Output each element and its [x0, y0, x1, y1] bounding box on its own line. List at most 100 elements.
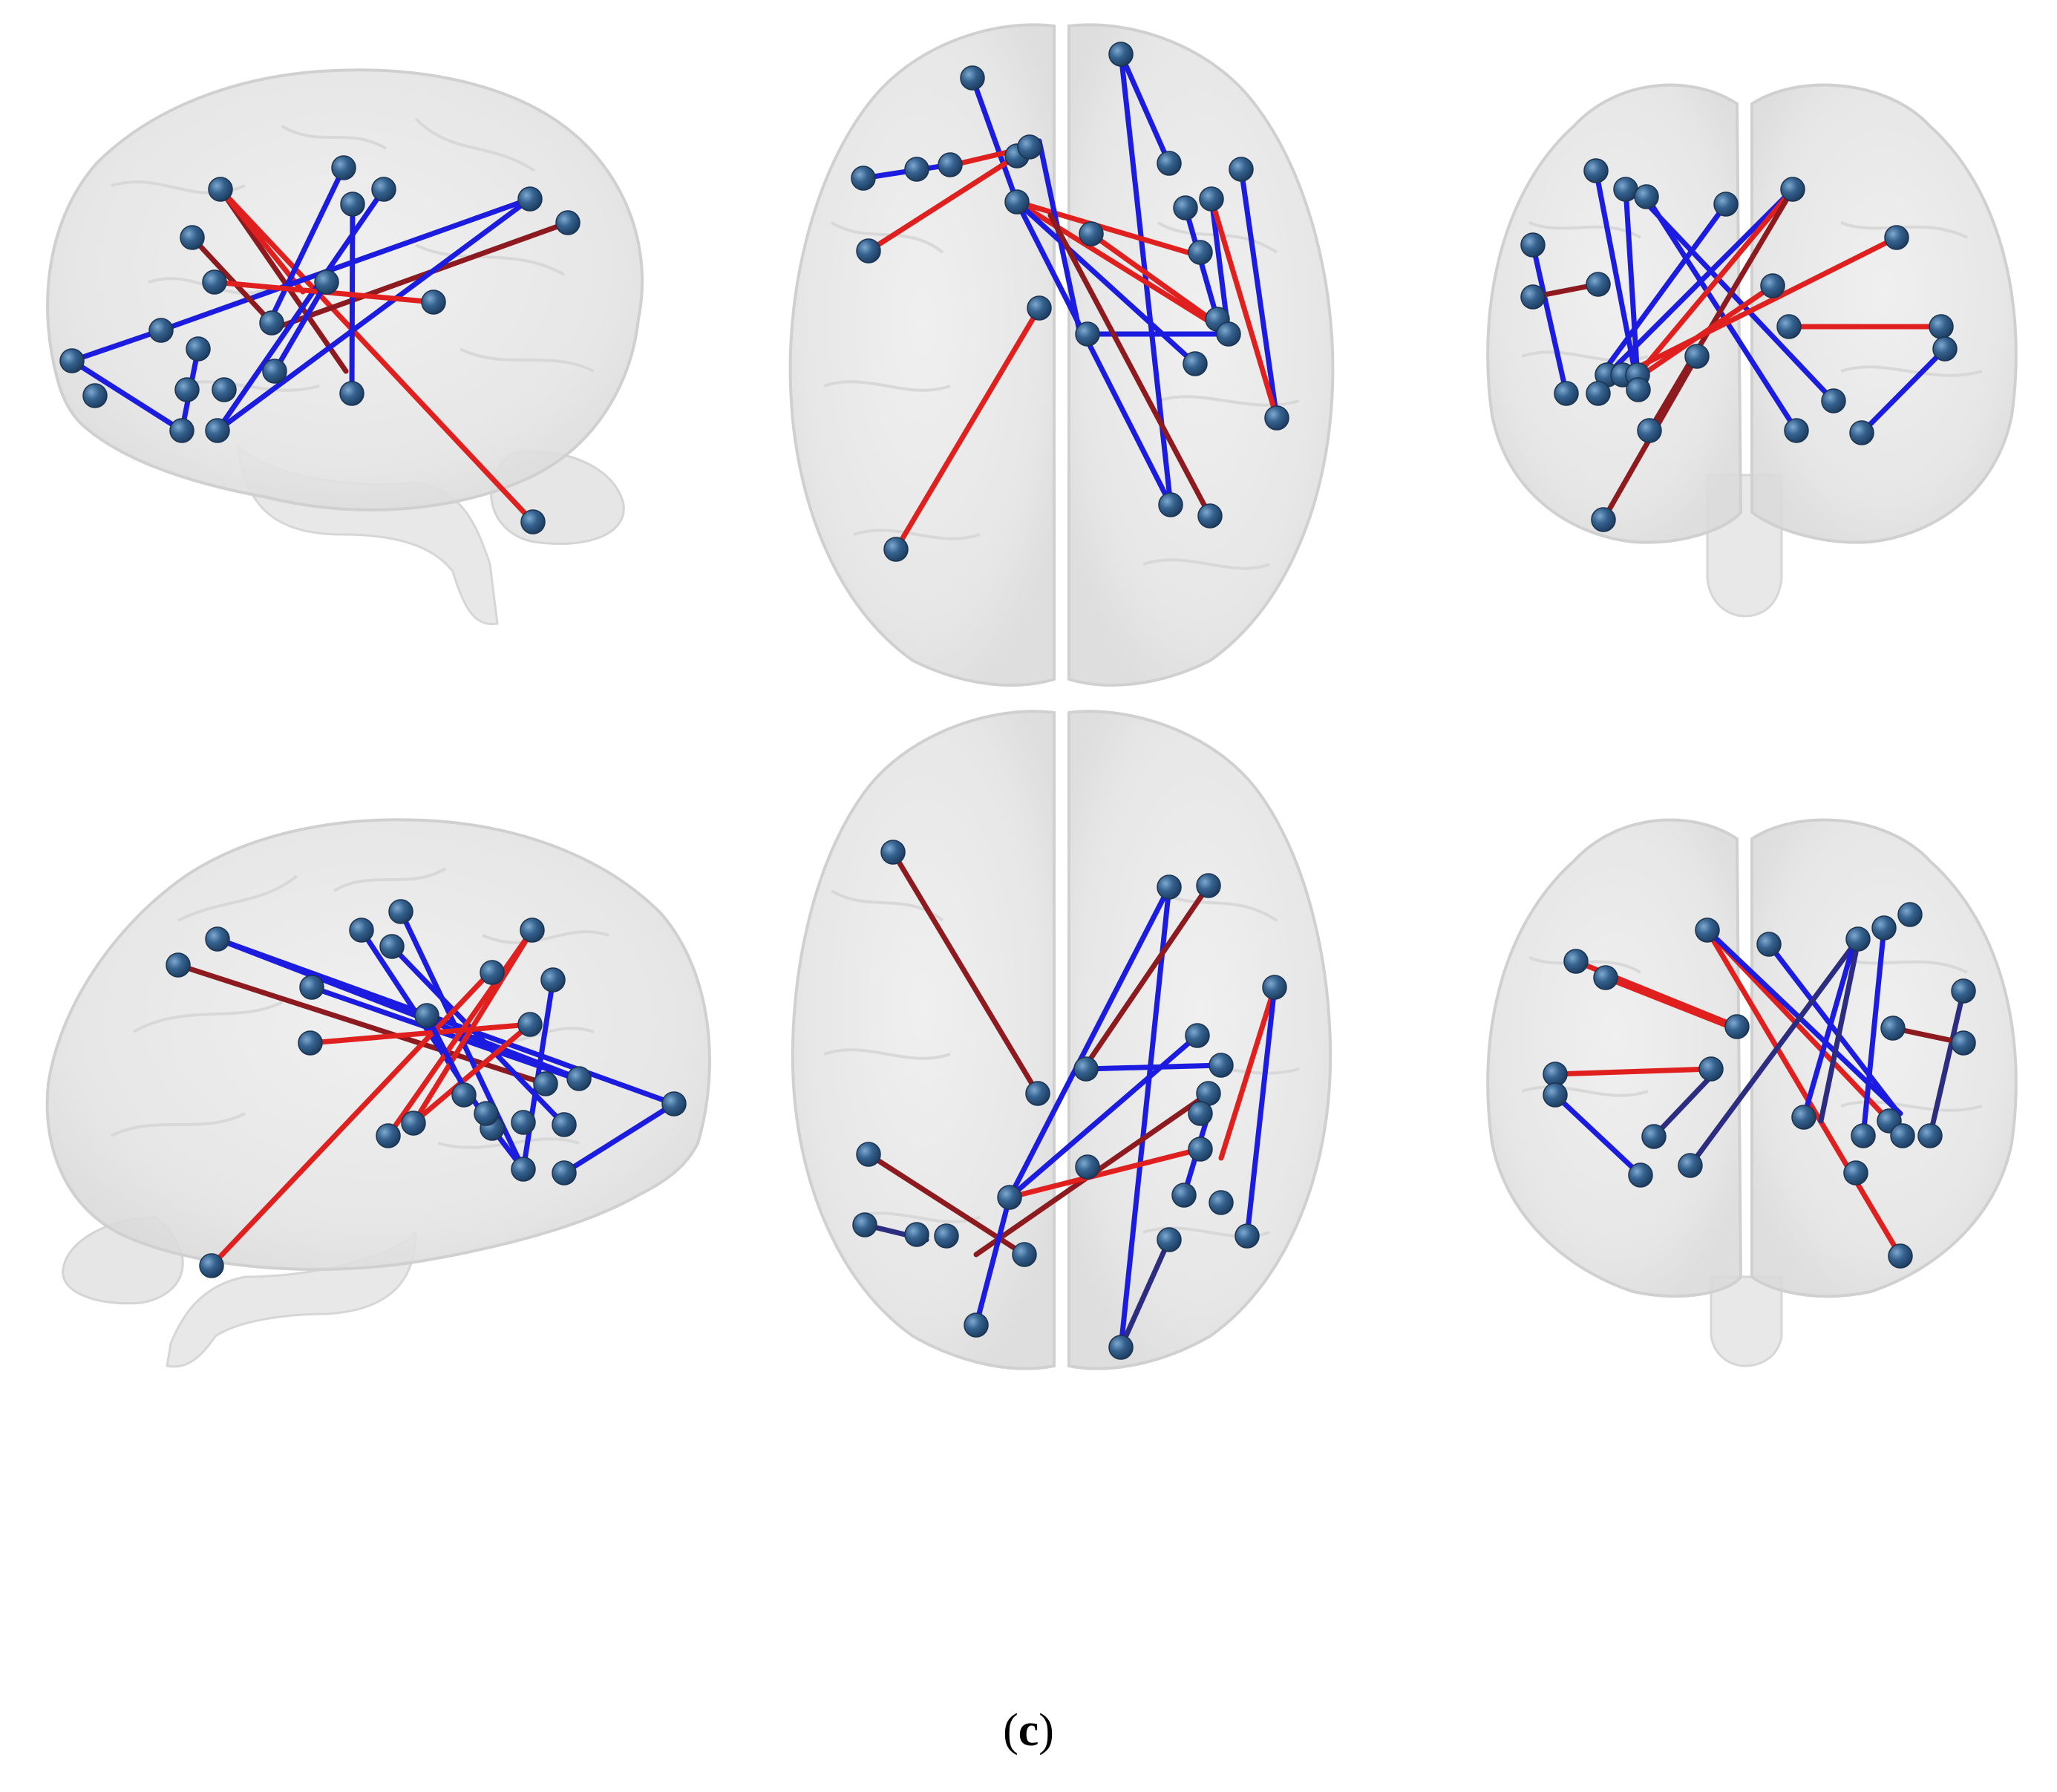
brain-region-node	[540, 967, 566, 993]
connection-edge	[1083, 883, 1211, 1068]
brain-region-node	[517, 1012, 543, 1037]
brain-region-node	[1157, 1227, 1182, 1252]
connection-edge	[215, 936, 582, 1082]
brain-region-node	[517, 186, 543, 212]
brain-region-node	[934, 1223, 959, 1249]
brain-region-node	[371, 177, 396, 202]
connection-edge	[413, 1021, 533, 1124]
connection-edge	[1047, 212, 1213, 519]
connection-edge	[272, 279, 330, 374]
brain-region-node	[1929, 314, 1954, 339]
brain-region-node	[1209, 1190, 1234, 1215]
connection-edge	[893, 305, 1042, 552]
brain-region-node	[1209, 1053, 1234, 1078]
connection-edge	[561, 1101, 677, 1176]
connection-edge	[1651, 1072, 1716, 1139]
cortex	[46, 68, 644, 511]
brain-region-node	[339, 381, 364, 406]
brain-region-node	[1760, 273, 1785, 298]
panel-label-open: (	[1003, 1705, 1018, 1756]
brain-region-node	[1027, 295, 1052, 321]
connection-edge	[218, 186, 349, 374]
brain-region-node	[1698, 1056, 1724, 1082]
connection-edge	[1007, 1033, 1200, 1200]
brain-region-node	[1188, 1101, 1213, 1126]
brain-region-node	[904, 1222, 929, 1247]
brain-region-node	[299, 975, 324, 1000]
brain-region-node	[1108, 1335, 1134, 1360]
brain-region-node	[1229, 157, 1254, 182]
brain-region-node	[566, 1066, 592, 1091]
brain-region-node	[1917, 1123, 1943, 1148]
brain-region-node	[331, 155, 356, 180]
brain-region-node	[1554, 381, 1579, 406]
brain-region-node	[1678, 1153, 1703, 1178]
network-coronal-top	[1520, 158, 1958, 532]
connection-edge	[1604, 186, 1796, 378]
brain-region-node	[880, 840, 906, 865]
brain-region-node	[1108, 42, 1134, 67]
connection-edge	[1118, 51, 1172, 166]
brain-region-node	[1888, 1243, 1913, 1269]
brain-region-node	[1951, 978, 1976, 1004]
brain-region-node	[511, 1110, 536, 1135]
connection-edge	[969, 75, 1020, 205]
connection-edge	[266, 220, 571, 333]
brain-region-node	[379, 934, 405, 959]
brain-region-node	[856, 1142, 881, 1167]
connection-edge	[385, 927, 535, 1139]
brain-coronal-bottom	[1486, 818, 2018, 1367]
brain-region-node	[1173, 195, 1198, 220]
brain-region-node	[474, 1101, 499, 1126]
connection-edge	[215, 196, 533, 434]
coronal-right	[1750, 818, 2018, 1298]
connection-edge	[1552, 1066, 1714, 1077]
brain-region-node	[1890, 1123, 1915, 1148]
brain-region-node	[520, 509, 546, 534]
connection-edge	[866, 153, 1020, 254]
brain-region-node	[997, 1185, 1022, 1210]
connection-edge	[218, 186, 536, 525]
brain-region-node	[552, 1112, 577, 1137]
connection-edge	[209, 969, 493, 1269]
brain-region-node	[1183, 351, 1208, 376]
brain-region-node	[1583, 158, 1609, 183]
brain-region-node	[480, 960, 505, 985]
brain-region-node	[1196, 873, 1221, 898]
brain-region-node	[1776, 314, 1802, 339]
connection-edge	[1218, 984, 1278, 1161]
brain-region-node	[1197, 503, 1223, 529]
connection-edge	[1118, 884, 1172, 1350]
brain-region-node	[533, 1071, 558, 1096]
brain-region-node	[349, 918, 374, 943]
brain-region-node	[205, 418, 230, 443]
connection-edge	[1623, 186, 1641, 393]
brain-region-node	[205, 926, 230, 952]
brain-region-node	[1586, 381, 1611, 406]
brain-region-node	[1637, 418, 1662, 443]
brain-region-node	[1158, 492, 1183, 517]
brain-region-node	[1871, 915, 1897, 941]
brain-region-node	[166, 952, 191, 978]
brain-region-node	[1784, 418, 1809, 443]
brain-region-node	[202, 269, 227, 295]
connection-edge	[1801, 941, 1857, 1120]
brain-region-node	[552, 1160, 577, 1186]
connection-edge	[1014, 199, 1191, 255]
brain-region-node	[1234, 1223, 1260, 1249]
connection-edge	[69, 358, 185, 434]
connection-edge	[1687, 936, 1861, 1168]
brain-region-node	[340, 192, 365, 217]
connection-edge	[1244, 984, 1278, 1239]
brain-region-node	[1188, 240, 1213, 265]
brain-region-node	[208, 177, 233, 202]
brain-region-node	[1634, 184, 1659, 209]
connection-edge	[218, 186, 306, 295]
brain-region-node	[1520, 232, 1546, 258]
connection-edge	[1766, 941, 1902, 1116]
brain-region-node	[555, 210, 581, 235]
brain-region-node	[661, 1091, 687, 1116]
brain-region-node	[520, 918, 545, 943]
brain-region-node	[180, 225, 205, 250]
brain-region-node	[262, 359, 287, 384]
